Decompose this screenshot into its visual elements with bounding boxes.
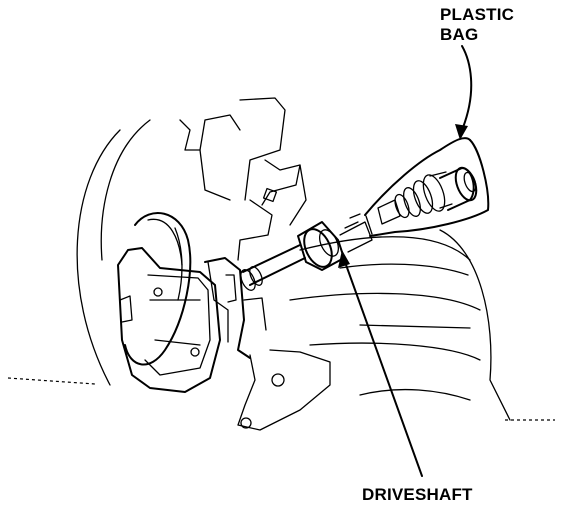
brake-disc: [124, 212, 192, 366]
steering-knuckle: [204, 257, 331, 431]
plastic-bag-label: PLASTIC BAG: [440, 5, 514, 45]
plastic-bag-label-line1: PLASTIC: [440, 5, 515, 24]
driveshaft-leader: [338, 250, 423, 477]
strut-assembly: [179, 97, 307, 261]
wheel-well-outline: [7, 119, 555, 421]
plastic-bag: [364, 137, 490, 237]
driveshaft-label: DRIVESHAFT: [362, 485, 473, 504]
plastic-bag-leader: [455, 45, 473, 140]
lower-control-arm: [289, 229, 511, 421]
cv-boot: [377, 166, 478, 225]
brake-caliper: [117, 247, 221, 393]
driveshaft-assembly: [240, 213, 373, 291]
plastic-bag-label-line2: BAG: [440, 25, 479, 44]
